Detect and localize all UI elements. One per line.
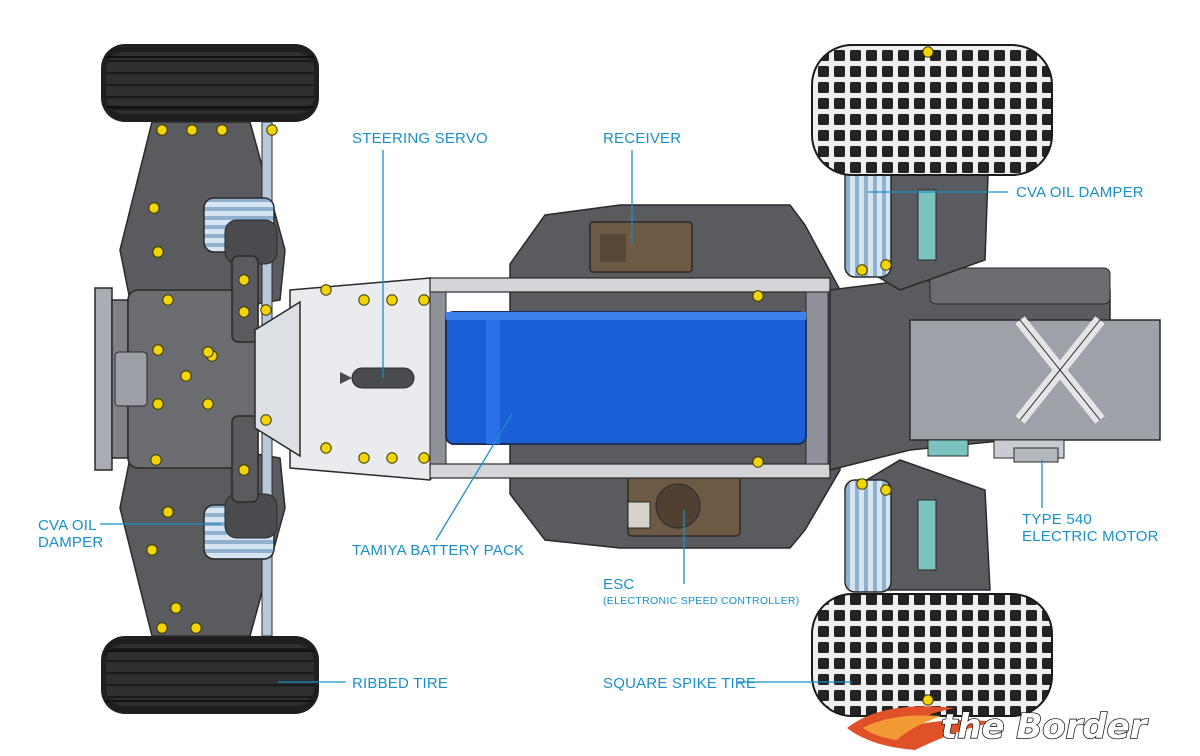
label-esc-full: (ELECTRONIC SPEED CONTROLLER) — [603, 595, 800, 607]
screw-32 — [856, 264, 868, 276]
screw-4 — [148, 202, 160, 214]
label-receiver: RECEIVER — [603, 130, 682, 147]
screw-19 — [238, 464, 250, 476]
front-damper-bottom — [203, 493, 278, 560]
screw-2 — [216, 124, 228, 136]
screw-28 — [260, 414, 272, 426]
leader-lines — [100, 150, 1043, 683]
label-cva-oil-damper-left-line2: DAMPER — [38, 534, 104, 551]
screw-30 — [752, 290, 764, 302]
front-damper-top — [203, 197, 278, 265]
screw-31 — [752, 456, 764, 468]
label-cva-oil-damper-right: CVA OIL DAMPER — [1016, 184, 1144, 201]
flame-logo-icon — [847, 706, 995, 750]
screw-8 — [238, 306, 250, 318]
label-ribbed-tire: RIBBED TIRE — [352, 675, 449, 692]
screw-5 — [152, 246, 164, 258]
screw-1 — [186, 124, 198, 136]
screw-23 — [418, 294, 430, 306]
battery-pack — [445, 311, 807, 445]
label-type-540-line2: ELECTRIC MOTOR — [1022, 528, 1159, 545]
watermark-text: the Border — [941, 707, 1149, 747]
screw-33 — [856, 478, 868, 490]
screw-7 — [238, 274, 250, 286]
screw-38 — [202, 398, 214, 410]
screw-20 — [320, 284, 332, 296]
front-left-tire — [101, 44, 319, 122]
screw-34 — [880, 259, 892, 271]
screw-26 — [386, 452, 398, 464]
leader-battery-pack — [435, 413, 513, 541]
screw-3 — [266, 124, 278, 136]
rear-damper-bottom — [844, 479, 892, 593]
screw-9 — [260, 304, 272, 316]
screw-18 — [190, 622, 202, 634]
screw-11 — [152, 398, 164, 410]
screw-13 — [150, 454, 162, 466]
screw-6 — [162, 294, 174, 306]
screw-12 — [180, 370, 192, 382]
screw-0 — [156, 124, 168, 136]
esc-unit — [627, 471, 741, 537]
screw-15 — [146, 544, 158, 556]
label-square-spike-tire: SQUARE SPIKE TIRE — [603, 675, 757, 692]
label-steering-servo: STEERING SERVO — [352, 130, 488, 147]
screws — [146, 46, 934, 706]
screw-24 — [320, 442, 332, 454]
screw-27 — [418, 452, 430, 464]
label-cva-oil-damper-left-line1: CVA OIL — [38, 517, 97, 534]
screw-16 — [170, 602, 182, 614]
screw-10 — [152, 344, 164, 356]
electric-motor — [993, 439, 1065, 463]
screw-21 — [358, 294, 370, 306]
screw-39 — [202, 346, 214, 358]
front-right-tire — [101, 636, 319, 714]
screw-17 — [156, 622, 168, 634]
label-tamiya-battery-pack: TAMIYA BATTERY PACK — [352, 542, 525, 559]
label-esc: ESC — [603, 576, 635, 593]
receiver-unit — [589, 221, 693, 273]
screw-25 — [358, 452, 370, 464]
screw-35 — [880, 484, 892, 496]
screw-14 — [162, 506, 174, 518]
main-chassis — [254, 204, 1161, 549]
screw-36 — [922, 46, 934, 58]
label-type-540-line1: TYPE 540 — [1022, 511, 1092, 528]
screw-37 — [922, 694, 934, 706]
watermark-logo: the Border — [847, 706, 1150, 750]
screw-22 — [386, 294, 398, 306]
front-suspension — [94, 44, 319, 714]
rear-left-tire — [811, 44, 1053, 176]
